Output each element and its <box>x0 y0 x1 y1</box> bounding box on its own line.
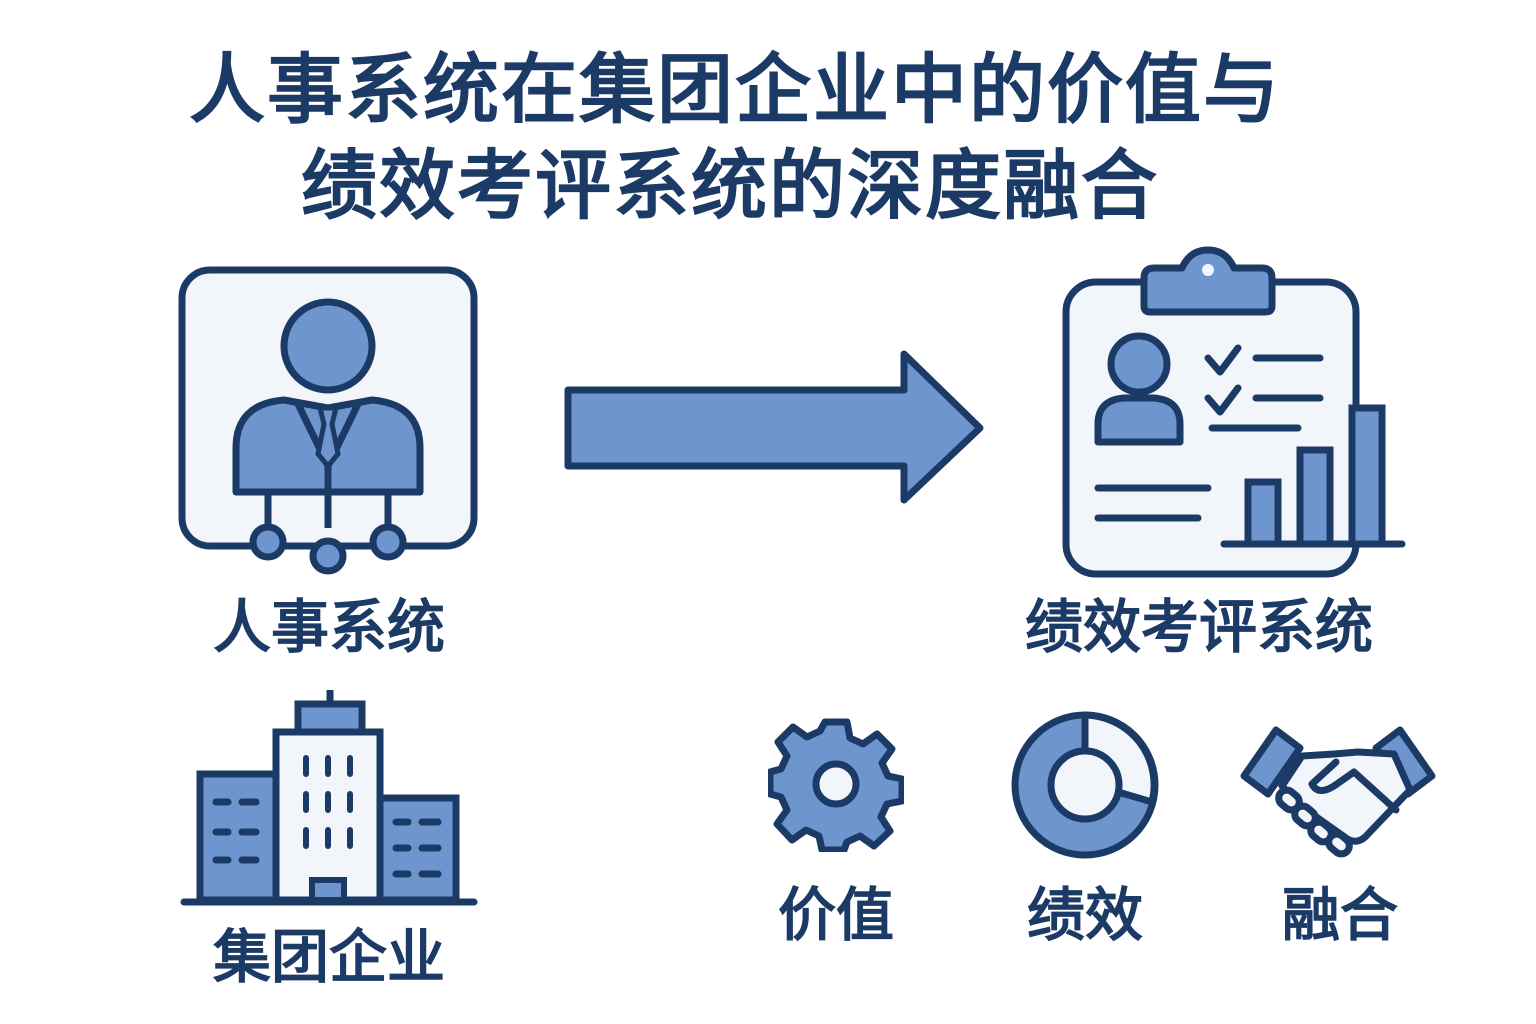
arrow-right-icon <box>562 348 988 506</box>
group-enterprise-label: 集团企业 <box>212 923 445 991</box>
performance-system-label: 绩效考评系统 <box>1024 593 1373 661</box>
donut-chart-icon <box>1010 710 1160 860</box>
performance-keyword-label: 绩效 <box>1026 881 1143 949</box>
diagram-title-line-1: 人事系统在集团企业中的价值与 <box>189 45 1281 134</box>
clipboard-chart-icon <box>1058 246 1408 580</box>
office-buildings-icon <box>180 686 478 910</box>
handshake-icon <box>1238 724 1438 864</box>
value-keyword-label: 价值 <box>777 881 894 949</box>
diagram-title-line-2: 绩效考评系统的深度融合 <box>301 141 1159 230</box>
gear-icon <box>768 716 904 852</box>
hr-system-label: 人事系统 <box>212 593 445 661</box>
hr-person-network-icon <box>176 266 482 582</box>
integration-keyword-label: 融合 <box>1281 881 1398 949</box>
